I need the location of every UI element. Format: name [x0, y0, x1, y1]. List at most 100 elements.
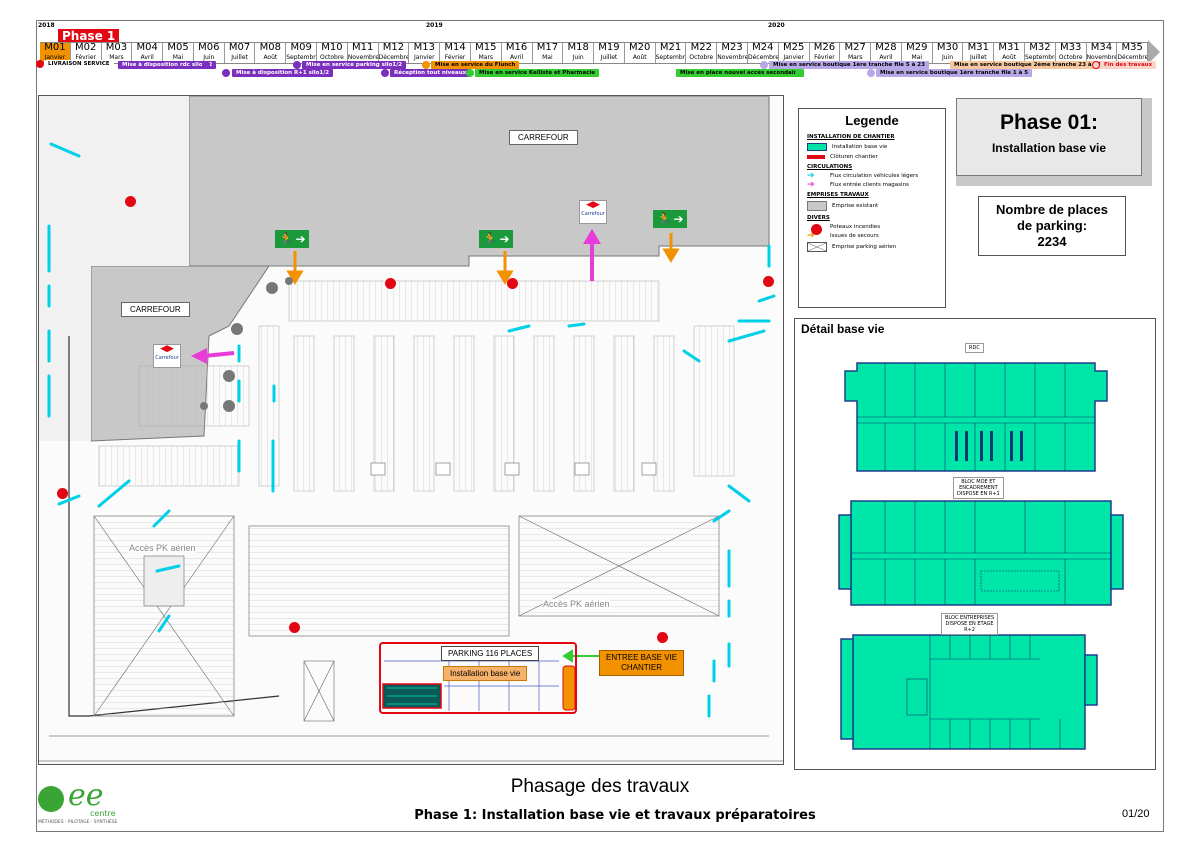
emergency-exit-icon: 🏃➔: [653, 210, 687, 228]
magenta-arrow-icon: ➔: [807, 180, 815, 190]
hydrant-icon: [289, 622, 300, 633]
emergency-exit-icon: 🏃➔: [479, 230, 513, 248]
carrefour-building-top: [188, 96, 770, 267]
milestone-flunch: Mise en service du Flunch: [431, 61, 520, 69]
legend-item-base-vie: Installation base vie: [807, 143, 937, 151]
milestone-dot-icon: [222, 69, 230, 77]
milestone-boutique-3: Mise en service boutique 2ème tranche 23…: [950, 61, 1106, 69]
milestone-dot-icon: [795, 69, 803, 77]
milestone-parking: Mise en service parking silo1/2: [302, 61, 407, 69]
phase-badge: Phase 1: [58, 29, 120, 43]
legend-item-parking-aerien: Emprise parking aérien: [807, 242, 937, 252]
legend-item-flux-clients: ➔Flux entrée clients magasins: [807, 180, 909, 190]
hydrant-icon: [57, 488, 68, 499]
milestone-boutique-1: Mise en service boutique 1ère tranche fi…: [769, 61, 929, 69]
milestone-rdc: Mise à disposition rdc silo1/2: [118, 61, 217, 69]
legend-item-flux-vl: ➔Flux circulation véhicules légers: [807, 171, 919, 181]
legend-swatch: [807, 143, 827, 151]
carrefour-logo-icon: ◀▶Carrefour: [579, 200, 607, 224]
hydrant-icon: [763, 276, 774, 287]
footer-title: Phasage des travaux: [510, 776, 690, 797]
legend-title: Legende: [845, 113, 899, 128]
year-2018: 2018: [38, 22, 55, 29]
footer-subtitle: Phase 1: Installation base vie et travau…: [414, 808, 816, 823]
phase-subtitle: Installation base vie: [991, 141, 1107, 155]
milestone-dot-icon: [1092, 61, 1100, 69]
hydrant-icon: [507, 278, 518, 289]
milestone-acces: Mise en place nouvel accès secondaire: [676, 69, 805, 77]
year-2019: 2019: [426, 22, 443, 29]
milestone-dot-icon: [202, 61, 210, 69]
legend-section-emprises: EMPRISES TRAVAUX: [807, 192, 869, 198]
acces-pk-label-2: Accès PK aérien: [543, 599, 610, 609]
milestone-dot-icon: [293, 61, 301, 69]
cyan-arrow-icon: ➔: [807, 171, 815, 181]
site-plan-drawing: [39, 96, 783, 762]
milestone-reception: Réception tout niveaux: [390, 69, 471, 77]
milestone-r1: Mise à disposition R+1 silo1/2: [232, 69, 334, 77]
timeline-arrow-icon: [1148, 40, 1160, 64]
legend-item-cloture: Clôturen chantier: [807, 154, 937, 160]
acces-pk-label-1: Accès PK aérien: [129, 543, 196, 553]
timeline-years: 2018 2019 2020: [38, 22, 1148, 34]
legend-section-chantier: INSTALLATION DE CHANTIER: [807, 134, 895, 140]
legend-item-poteaux: Poteaux incendies: [807, 224, 937, 235]
ee-centre-logo: ee centre MÉTHODES · PILOTAGE · SYNTHÈSE: [38, 778, 118, 825]
emergency-exit-icon: 🏃➔: [275, 230, 309, 248]
carrefour-logo-icon: ◀▶Carrefour: [153, 344, 181, 368]
parking-places-value: 2234: [1037, 234, 1067, 249]
year-2020: 2020: [768, 22, 785, 29]
site-plan: CARREFOUR CARREFOUR 🏃➔ 🏃➔ 🏃➔ ◀▶Carrefour…: [38, 95, 784, 765]
carrefour-top-label: CARREFOUR: [509, 130, 578, 145]
legend-section-divers: DIVERS: [807, 215, 830, 221]
milestone-kelliste: Mise en service Kelliste et Pharmacie: [475, 69, 599, 77]
leaf-logo-icon: [38, 786, 64, 812]
milestone-dot-icon: [760, 61, 768, 69]
orange-arrow-icon: ➔: [807, 231, 815, 241]
hydrant-icon: [807, 224, 825, 235]
milestone-livraison: LIVRAISON SERVICE: [44, 60, 114, 68]
hydrant-icon: [385, 278, 396, 289]
legend-item-issues: ➔Issues de secours: [807, 231, 879, 241]
legend-section-circulations: CIRCULATIONS: [807, 164, 853, 170]
page-number: 01/20: [1122, 808, 1150, 820]
milestone-dot-icon: [381, 69, 389, 77]
page-frame: [36, 20, 1164, 832]
parking-116-label: PARKING 116 PLACES: [441, 646, 540, 661]
legend-swatch: [807, 242, 827, 252]
milestone-dot-icon: [867, 69, 875, 77]
detail-title: Détail base vie: [801, 322, 885, 336]
milestone-fin: Fin des travaux: [1100, 61, 1157, 69]
milestone-dot-icon: [36, 60, 44, 68]
hydrant-icon: [657, 632, 668, 643]
